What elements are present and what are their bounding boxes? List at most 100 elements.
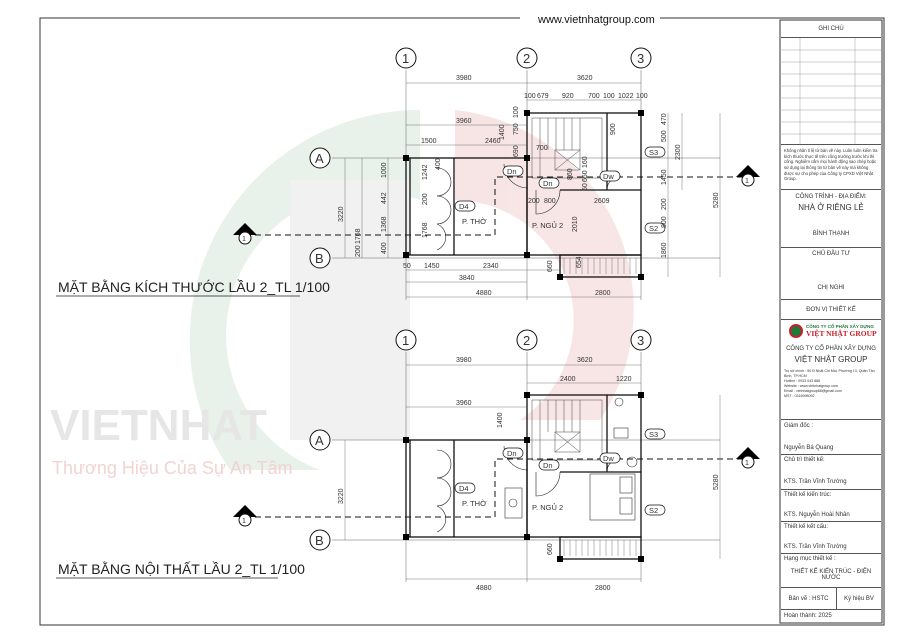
dim-2400: 2400	[560, 376, 576, 383]
company-website: Website : www.vietnhatgroup.com	[784, 384, 839, 389]
plan-dimensions-title: MẶT BẰNG KÍCH THƯỚC LẦU 2_TL 1/100	[58, 278, 330, 295]
director-name: Nguyễn Bá Quang	[784, 445, 834, 451]
grid-label-1: 1	[402, 51, 409, 66]
tag-dn: Dn	[543, 179, 553, 188]
dim-seg: 100	[524, 93, 536, 100]
arch-section: Thiết kế kiến trúc: KTS. Nguyễn Hoài Nhâ…	[781, 490, 881, 522]
section-label-left: 1	[242, 236, 246, 243]
dim-2460: 2460	[485, 138, 501, 145]
notes-text: Không nhân tỉ lệ từ bản vẽ này. Luôn luô…	[781, 145, 881, 190]
plan-dimensions: 1 2 3 A B	[233, 47, 760, 300]
grid-label-3: 3	[637, 51, 644, 66]
project-name: NHÀ Ở RIÊNG LẺ	[798, 203, 864, 212]
dim-750: 750	[513, 123, 520, 135]
dim-5280: 5280	[713, 192, 720, 208]
dim-200: 200	[661, 198, 668, 210]
company-section: CÔNG TY CỔ PHẦN XÂY DỰNG VIỆT NHẬT GROUP…	[781, 320, 881, 420]
title-block-frame	[779, 19, 883, 624]
dim-seg: 100	[603, 93, 615, 100]
dim-3960: 3960	[456, 118, 472, 125]
dim-2340: 2340	[483, 263, 499, 270]
arch-name: KTS. Nguyễn Hoài Nhân	[784, 512, 850, 518]
section-marker	[233, 165, 760, 245]
company-logo: CÔNG TY CỔ PHẦN XÂY DỰNG VIỆT NHẬT GROUP	[781, 324, 881, 338]
tag-dn: Dn	[507, 167, 517, 176]
company-address: Trụ sở chính : 50 Đ Nhất Chi Mai, Phường…	[784, 369, 875, 379]
notes-grid	[781, 38, 882, 145]
walls	[405, 112, 642, 278]
director-section: Giám đốc : Nguyễn Bá Quang	[781, 420, 881, 455]
dim-654: 654	[576, 256, 583, 268]
tag-d4: D4	[459, 202, 469, 211]
dim-160: 160	[582, 156, 589, 168]
dimension-text-top: 3980 3620 100 679 920 700 100 1022 100 3…	[338, 75, 721, 298]
owner-label: CHỦ ĐẦU TƯ	[812, 251, 850, 257]
dim-800: 800	[661, 216, 668, 228]
dim-2609: 2609	[594, 198, 610, 205]
completed-date: Hoàn thành: 2025	[784, 613, 832, 619]
dim-4880: 4880	[476, 585, 492, 592]
lead-label: Chủ trì thiết kế:	[784, 457, 825, 463]
dim-860: 860	[567, 168, 574, 180]
dim-400: 400	[381, 242, 388, 254]
lead-name: KTS. Trần Vĩnh Trường	[784, 479, 847, 485]
watermark-brand: VIETNHAT	[50, 401, 267, 450]
category-label: Hạng mục thiết kế :	[784, 556, 836, 562]
room-label-bedroom: P. NGỦ 2	[532, 221, 563, 230]
dim-seg: 679	[537, 93, 549, 100]
dim-660: 660	[547, 260, 554, 272]
watermark: VIETNHAT Thương Hiệu Của Sự An Tâm	[50, 109, 634, 478]
dim-3960: 3960	[456, 400, 472, 407]
lead-section: Chủ trì thiết kế: KTS. Trần Vĩnh Trường	[781, 455, 881, 490]
notes-header: GHI CHÚ	[781, 20, 881, 38]
company-email: Email : vietnhatgroup68@gmail.com	[784, 389, 842, 394]
dim-470: 470	[661, 113, 668, 125]
dim-4880: 4880	[476, 290, 492, 297]
notes-table	[781, 38, 881, 145]
company-line2: VIỆT NHẬT GROUP	[794, 355, 868, 364]
dim-100: 100	[513, 106, 520, 118]
dim-900: 900	[610, 123, 617, 135]
dim-1220: 1220	[616, 376, 632, 383]
sheet-label: Bản vẽ : HSTC	[781, 588, 837, 609]
tag-s2: S2	[649, 224, 658, 233]
dim-690: 690	[513, 145, 520, 157]
logo-text-line1: CÔNG TY CỔ PHẦN XÂY DỰNG	[806, 324, 874, 329]
dim-seg: 920	[562, 93, 574, 100]
arch-label: Thiết kế kiến trúc:	[784, 492, 832, 498]
balcony-railing	[563, 258, 637, 274]
grid-bubbles	[309, 47, 652, 269]
dim-seg: 700	[588, 93, 600, 100]
struct-name: KTS. Trần Vĩnh Trường	[784, 544, 847, 550]
dim-3220: 3220	[338, 488, 345, 504]
dim-1768: 1768	[355, 228, 362, 244]
dim-3220: 3220	[338, 206, 345, 222]
dim-800: 800	[544, 198, 556, 205]
dim-660: 660	[547, 543, 554, 555]
dim-3620: 3620	[577, 75, 593, 82]
section-label-right: 1	[745, 178, 749, 185]
stair	[531, 117, 603, 179]
owner-section: CHỦ ĐẦU TƯ CHỊ NGHI	[781, 248, 881, 300]
owner-name: CHỊ NGHI	[817, 285, 845, 291]
company-line1: CÔNG TY CỔ PHẦN XÂY DỰNG	[786, 346, 876, 352]
symbol-label: Ký hiệu BV	[844, 596, 874, 602]
dim-2010: 2010	[572, 216, 579, 232]
category-value: THIẾT KẾ KIẾN TRÚC - ĐIỆN NƯỚC	[790, 569, 872, 581]
dimension-text-bottom: 3980 3620 2400 1220 3960 1400 3220 5280 …	[338, 357, 721, 592]
dim-3980: 3980	[456, 75, 472, 82]
dim-5280: 5280	[713, 474, 720, 490]
dim-1000: 1000	[381, 162, 388, 178]
dim-650: 650	[582, 170, 589, 182]
tag-dw: Dw	[603, 172, 614, 181]
dim-200: 200	[355, 245, 362, 257]
furniture	[504, 397, 638, 521]
columns	[403, 110, 644, 280]
dim-400: 400	[435, 158, 442, 170]
dim-200: 200	[528, 198, 540, 205]
dim-50: 50	[582, 183, 589, 191]
dim-1400: 1400	[497, 412, 504, 428]
dim-2800: 2800	[595, 585, 611, 592]
grid-label-2: 2	[523, 51, 530, 66]
